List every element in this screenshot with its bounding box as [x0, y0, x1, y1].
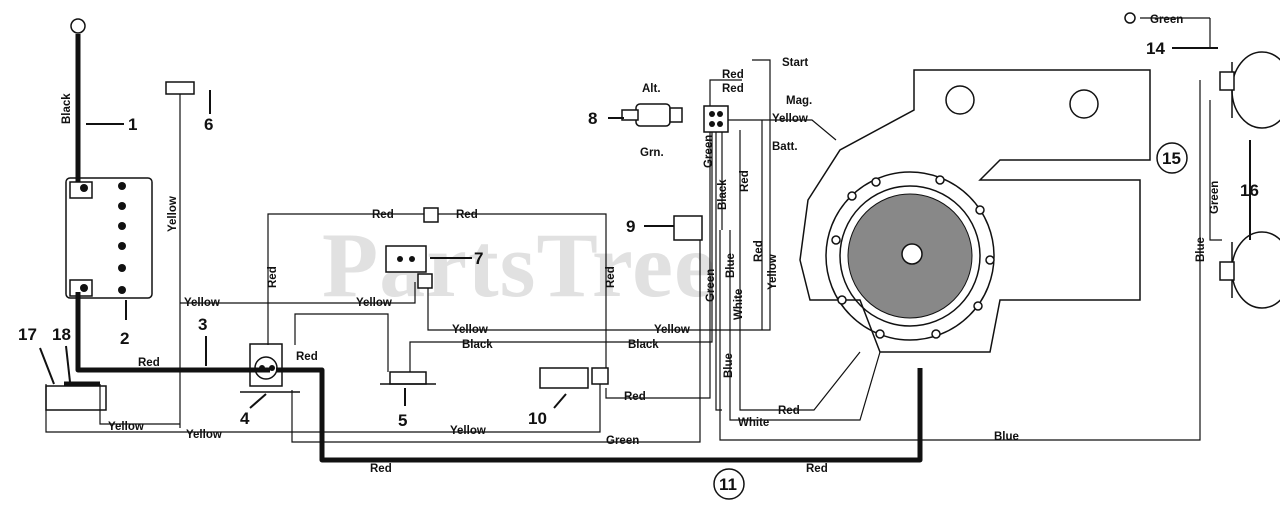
svg-text:Blue: Blue [725, 253, 737, 278]
callout-6: 6 [204, 115, 213, 134]
callout-1: 1 [128, 115, 137, 134]
callout-14: 14 [1146, 39, 1165, 58]
svg-text:Yellow: Yellow [356, 297, 392, 309]
svg-text:White: White [733, 289, 745, 320]
key-switch-plug [621, 103, 683, 127]
callout-5: 5 [398, 411, 407, 430]
ground-block [45, 385, 107, 411]
callout-17: 17 [18, 325, 37, 344]
svg-text:Red: Red [372, 209, 394, 221]
svg-text:Blue: Blue [1195, 237, 1207, 262]
switch-9 [673, 215, 703, 241]
svg-text:Yellow: Yellow [184, 297, 220, 309]
svg-text:Black: Black [717, 179, 729, 210]
svg-text:Red: Red [806, 463, 828, 475]
svg-text:Start: Start [782, 57, 808, 69]
callout-9: 9 [626, 217, 635, 236]
svg-text:Red: Red [778, 405, 800, 417]
svg-text:Green: Green [606, 435, 639, 447]
svg-text:Red: Red [605, 266, 617, 288]
ignition-switch [703, 105, 729, 133]
callout-arrows [39, 47, 1251, 409]
svg-text:Alt.: Alt. [642, 83, 661, 95]
svg-text:Blue: Blue [723, 353, 735, 378]
svg-text:Red: Red [138, 357, 160, 369]
svg-text:Yellow: Yellow [186, 429, 222, 441]
svg-text:Mag.: Mag. [786, 95, 812, 107]
wire-labels: Black Yellow Red Yellow Yellow Yellow Re… [61, 14, 1221, 475]
battery-positive-cable [75, 292, 270, 373]
svg-text:Red: Red [722, 83, 744, 95]
wires [45, 17, 1222, 463]
ring-terminal-icon [70, 18, 86, 34]
relay [385, 207, 439, 289]
svg-text:Green: Green [1209, 181, 1221, 214]
svg-text:Black: Black [462, 339, 493, 351]
svg-text:Batt.: Batt. [772, 141, 798, 153]
svg-text:Green: Green [1150, 14, 1183, 26]
svg-text:Red: Red [267, 266, 279, 288]
callout-numbers: 1 2 3 4 5 6 7 8 9 10 11 14 15 16 17 18 [18, 39, 1259, 500]
starter-solenoid [240, 343, 300, 393]
callout-3: 3 [198, 315, 207, 334]
callout-15: 15 [1162, 149, 1181, 168]
callout-18: 18 [52, 325, 71, 344]
svg-text:Yellow: Yellow [654, 324, 690, 336]
svg-text:Red: Red [739, 170, 751, 192]
svg-text:Red: Red [722, 69, 744, 81]
callout-2: 2 [120, 329, 129, 348]
svg-text:Green: Green [703, 135, 715, 168]
callout-11: 11 [719, 475, 737, 494]
svg-text:Red: Red [456, 209, 478, 221]
svg-text:Blue: Blue [994, 431, 1019, 443]
svg-text:Yellow: Yellow [108, 421, 144, 433]
svg-text:Grn.: Grn. [640, 147, 664, 159]
battery [65, 177, 153, 299]
callout-8: 8 [588, 109, 597, 128]
switch-terminal-labels: Alt. Grn. Start Mag. Batt. [640, 57, 812, 159]
svg-text:Yellow: Yellow [767, 254, 779, 290]
callout-16: 16 [1240, 181, 1259, 200]
callout-4: 4 [240, 409, 250, 428]
svg-text:Yellow: Yellow [167, 196, 179, 232]
svg-text:Red: Red [624, 391, 646, 403]
terminal-6 [165, 81, 195, 95]
svg-text:Black: Black [628, 339, 659, 351]
switch-10 [539, 367, 609, 389]
svg-text:Yellow: Yellow [772, 113, 808, 125]
svg-text:Green: Green [705, 269, 717, 302]
callout-11-circle [713, 468, 745, 500]
svg-text:Red: Red [370, 463, 392, 475]
callout-15-circle [1156, 142, 1188, 174]
callout-10: 10 [528, 409, 547, 428]
headlights [1219, 51, 1280, 309]
callout-7: 7 [474, 249, 483, 268]
svg-text:Red: Red [296, 351, 318, 363]
svg-text:Black: Black [61, 93, 73, 124]
svg-text:White: White [738, 417, 769, 429]
svg-text:Red: Red [753, 240, 765, 262]
svg-text:Yellow: Yellow [452, 324, 488, 336]
seat-switch [380, 371, 436, 385]
engine [799, 69, 1151, 353]
svg-text:Yellow: Yellow [450, 425, 486, 437]
starter-cable [276, 367, 923, 463]
ground-ring-icon [1124, 12, 1136, 24]
